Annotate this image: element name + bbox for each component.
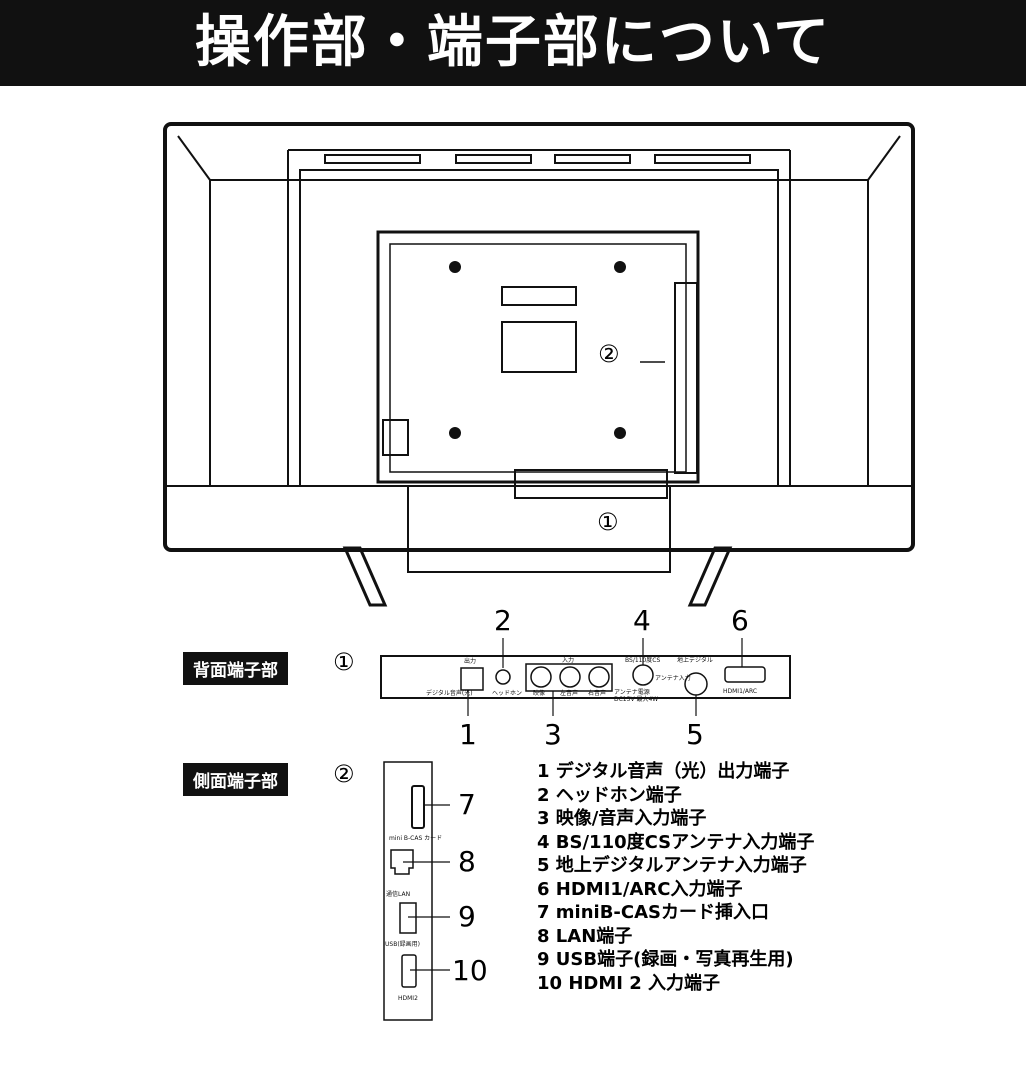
callout-2: 2 (494, 604, 512, 637)
terminal-legend: 1 デジタル音声（光）出力端子 2 ヘッドホン端子 3 映像/音声入力端子 4 … (537, 760, 814, 995)
page-title: 操作部・端子部について (0, 0, 1026, 86)
legend-item: 3 映像/音声入力端子 (537, 808, 707, 829)
label-terrestrial: 地上デジタル (677, 656, 713, 664)
label-output: 出力 (464, 657, 476, 665)
diagram-shape (467, 638, 743, 716)
label-optical: デジタル音声(光) (426, 689, 473, 697)
side-terminal-strip (383, 761, 433, 1021)
legend-item: 8 LAN端子 (537, 925, 633, 947)
diagram-shape (632, 664, 654, 686)
diagram-shape (614, 261, 626, 273)
label-antenna-in: アンテナ入力 (655, 674, 691, 682)
diagram-shape (342, 546, 733, 607)
diagram-shape (389, 243, 687, 473)
rear-section-marker: ① (333, 648, 355, 676)
diagram-shape (654, 154, 751, 164)
label-input: 入力 (562, 656, 574, 664)
legend-item: 10 HDMI 2 入力端子 (537, 972, 720, 994)
diagram-shape (403, 804, 450, 971)
callout-5: 5 (686, 718, 704, 751)
diagram-shape (411, 785, 425, 829)
diagram-shape (501, 321, 577, 373)
diagram-shape (501, 286, 577, 306)
legend-item: 1 デジタル音声（光）出力端子 (537, 761, 790, 782)
legend-item: 9 USB端子(録画・写真再生用) (537, 949, 794, 970)
diagram-shape (614, 427, 626, 439)
label-left-audio: 左音声 (560, 689, 578, 697)
label-antenna-power: アンテナ電源 DC15V 最大4W (614, 689, 659, 703)
callout-9: 9 (458, 900, 476, 933)
label-video: 映像 (533, 689, 545, 697)
callout-6: 6 (731, 604, 749, 637)
rear-section-label: 背面端子部 (183, 652, 288, 685)
diagram-shape (455, 154, 532, 164)
diagram-shape (299, 169, 779, 486)
diagram-shape (559, 666, 581, 688)
label-bcas: mini B-CAS カード (389, 835, 442, 842)
diagram-shape (449, 261, 626, 439)
callout-4: 4 (633, 604, 651, 637)
legend-item: 6 HDMI1/ARC入力端子 (537, 878, 743, 900)
diagram-shape (525, 663, 613, 692)
diagram-shape (514, 469, 668, 499)
diagram-shape: 出力 デジタル音声(光) ヘッドホン 入力 映像 左音声 右音声 BS/110度… (426, 656, 757, 697)
legend-item: 2 ヘッドホン端子 (537, 784, 682, 806)
label-bs: BS/110度CS (625, 656, 660, 664)
diagram-shape: mini B-CAS カード 通信LAN USB(録画用) HDMI2 (385, 835, 442, 1002)
marker-rear: ① (597, 508, 619, 536)
label-lan: 通信LAN (386, 890, 410, 898)
marker-side: ② (598, 340, 620, 368)
label-headphone: ヘッドホン (492, 690, 522, 697)
diagram-shape (449, 427, 461, 439)
diagram-shape (175, 135, 903, 487)
callout-10: 10 (452, 954, 488, 987)
tv-frame (163, 122, 915, 552)
back-panel (376, 230, 700, 484)
label-hdmi1: HDMI1/ARC (723, 688, 757, 695)
diagram-shape (449, 261, 461, 273)
label-hdmi2: HDMI2 (398, 995, 418, 1002)
diagram-shape (165, 485, 913, 573)
diagram-shape (210, 149, 868, 486)
diagram-shape (724, 666, 766, 683)
diagram-shape (401, 954, 417, 988)
legend-item: 5 地上デジタルアンテナ入力端子 (537, 855, 807, 876)
callout-1: 1 (459, 718, 477, 751)
legend-item: 7 miniB-CASカード挿入口 (537, 902, 769, 923)
diagram-shape (674, 282, 698, 474)
diagram-shape (495, 669, 511, 685)
diagram-shape (554, 154, 631, 164)
diagram-shape (460, 667, 484, 691)
rear-terminal-strip (380, 655, 791, 699)
diagram-shape (399, 902, 417, 934)
callout-3: 3 (544, 718, 562, 751)
diagram-shape (324, 154, 421, 164)
callout-8: 8 (458, 845, 476, 878)
diagram-shape (588, 666, 610, 688)
callout-7: 7 (458, 788, 476, 821)
diagram-shape (530, 666, 552, 688)
diagram-shape (382, 419, 409, 456)
side-section-marker: ② (333, 760, 355, 788)
diagram-shape (390, 849, 414, 875)
legend-item: 4 BS/110度CSアンテナ入力端子 (537, 831, 815, 853)
label-right-audio: 右音声 (588, 689, 606, 697)
label-usb: USB(録画用) (385, 940, 420, 948)
side-section-label: 側面端子部 (183, 763, 288, 796)
